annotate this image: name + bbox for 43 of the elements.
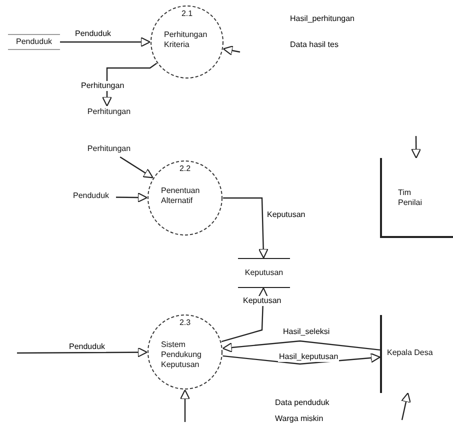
flow-label: Hasil_perhitungan — [290, 14, 354, 24]
edge-label: Keputusan — [266, 210, 306, 220]
process-number: 2.2 — [178, 164, 192, 174]
store-name: Keputusan — [244, 268, 284, 278]
entity-name: Penduduk — [14, 37, 54, 47]
data-flow-arrow — [180, 389, 190, 422]
entity-name: Kepala Desa — [387, 348, 433, 358]
external-entity — [8, 34, 60, 50]
edge-label: Hasil_seleksi — [282, 327, 331, 337]
data-flow-arrow — [223, 197, 268, 259]
data-flow-arrow — [222, 340, 380, 353]
edge-label: Penduduk — [74, 29, 112, 39]
data-store — [380, 158, 453, 238]
flow-label: Data hasil tes — [290, 40, 338, 50]
data-flow-arrow — [222, 46, 240, 56]
store-name: Tim Penilai — [398, 188, 424, 208]
data-flow-arrow — [401, 392, 411, 420]
data-flow-arrow — [116, 192, 148, 203]
data-flow-arrow — [102, 62, 158, 107]
process-name: Perhitungan Kriteria — [164, 30, 208, 50]
process-number: 2.1 — [180, 9, 194, 19]
data-flow-arrow — [222, 352, 381, 365]
data-flow-name: Perhitungan — [86, 107, 132, 117]
edge-label: Keputusan — [242, 296, 282, 306]
data-flow-arrow — [17, 347, 148, 358]
flow-label: Warga miskin — [275, 414, 324, 424]
edge-label: Penduduk — [68, 342, 106, 352]
edge-label: Perhitungan — [80, 81, 126, 91]
data-flow-name: Penduduk — [72, 191, 110, 201]
data-flow-arrow — [60, 36, 151, 48]
process-name: Sistem Pendukung Keputusan — [161, 340, 202, 370]
process-circle — [150, 5, 224, 79]
data-store — [238, 258, 290, 288]
process-name: Penentuan Alternatif — [161, 186, 201, 206]
data-flow-name: Perhitungan — [86, 144, 132, 154]
edge-label: Hasil_keputusan — [278, 352, 340, 362]
process-number: 2.3 — [178, 318, 192, 328]
process-circle — [147, 160, 223, 236]
data-flow-arrow — [411, 136, 422, 159]
data-flow-arrow — [120, 156, 154, 178]
data-flow-arrow — [221, 287, 268, 342]
process-circle — [147, 314, 223, 390]
flow-label: Data penduduk — [275, 398, 330, 408]
